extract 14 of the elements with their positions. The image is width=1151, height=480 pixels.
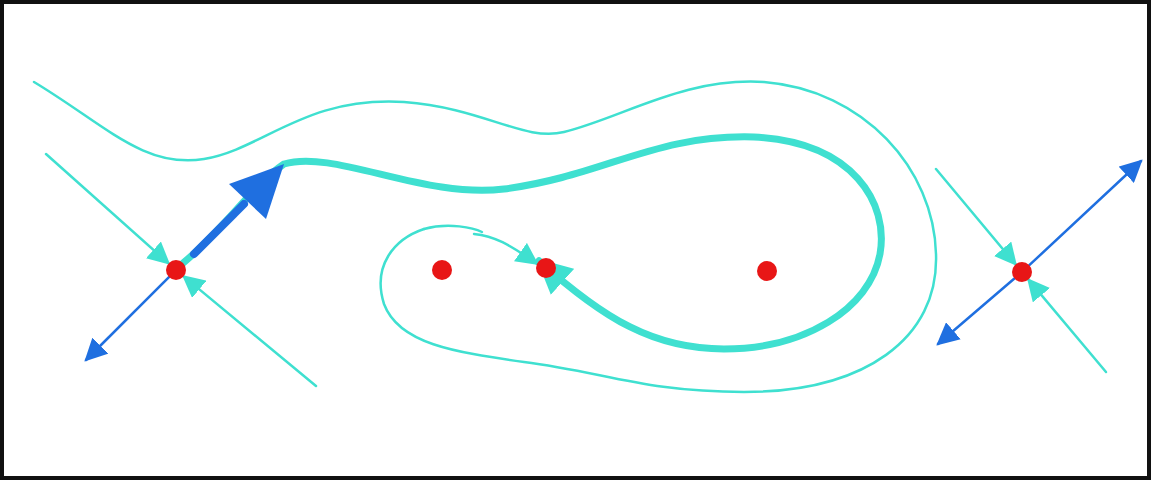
arrow [472,232,539,265]
arrow [934,167,1018,267]
arrow [44,152,171,265]
fixed-point-dot [536,258,556,278]
arrow [1028,159,1143,267]
arrow [936,277,1016,346]
arrow [84,275,171,362]
thick-arrow [179,133,885,353]
arrow [181,274,318,388]
fixed-point-dot [432,260,452,280]
arrow [1027,277,1108,374]
fixed-point-dot [1012,262,1032,282]
fixed-point-dot [166,260,186,280]
fixed-point-dot [757,261,777,281]
